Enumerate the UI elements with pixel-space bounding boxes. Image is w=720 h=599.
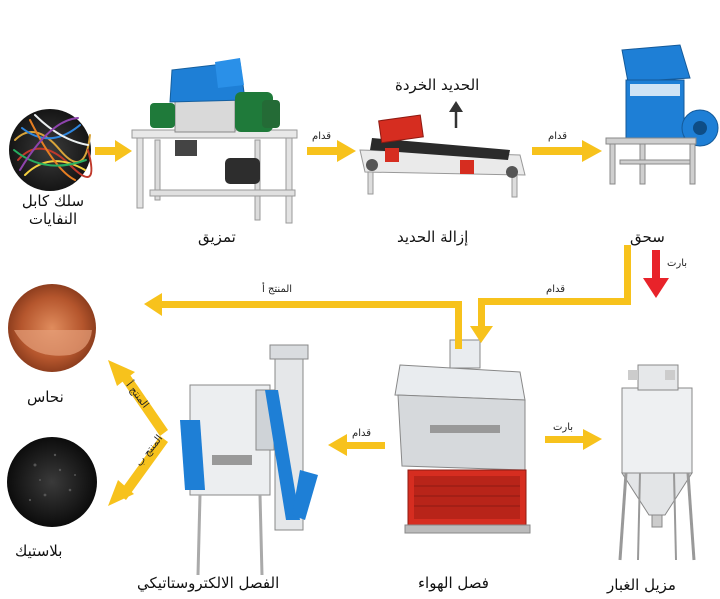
arrow-iron-removal-to-crusher — [532, 140, 602, 162]
arrow-air-separation-to-electrostatic — [328, 434, 385, 456]
label-feed-1: قدام — [312, 131, 331, 142]
arrow-crusher-to-air-separation — [470, 245, 631, 343]
plastic-image — [7, 437, 97, 527]
iron-removal-machine — [359, 114, 526, 198]
label-iron-removal: إزالة الحديد — [397, 228, 469, 246]
label-shredding: تمزيق — [198, 228, 236, 246]
label-waste-cable: سلك كابل النفايات — [21, 192, 85, 228]
arrow-cable-to-shredder — [95, 140, 132, 162]
arrow-crusher-dust-red — [643, 250, 669, 298]
arrow-air-separation-to-dust-collector — [545, 429, 602, 450]
shredder-machine — [131, 58, 298, 224]
label-electrostatic-separation: الفصل الالكتروستاتيكي — [137, 574, 280, 592]
label-plastic: بلاستيك — [15, 542, 63, 560]
label-copper: نحاس — [27, 388, 64, 406]
arrow-electrostatic-to-plastic — [108, 436, 168, 506]
copper-image — [8, 284, 96, 372]
arrow-shredder-to-iron-removal — [307, 140, 356, 162]
air-separation-machine — [394, 339, 531, 534]
dust-collector-machine — [618, 364, 696, 561]
label-feed-2: قدام — [548, 131, 567, 142]
label-feed-3: قدام — [546, 284, 565, 295]
label-bart-1: بارت — [667, 258, 688, 269]
label-product-a: المنتج أ — [262, 284, 293, 295]
scrap-iron-arrow — [449, 101, 463, 128]
waste-cable-image — [9, 109, 93, 191]
arrow-electrostatic-to-copper — [108, 360, 168, 436]
label-dust-collector: مزيل الغبار — [607, 576, 676, 594]
label-air-separation: فصل الهواء — [418, 574, 489, 592]
label-bart-2: بارت — [553, 422, 574, 433]
crusher-machine — [605, 44, 719, 185]
electrostatic-separator-machine — [180, 344, 318, 576]
label-scrap-iron: الحديد الخردة — [395, 76, 480, 94]
flow-arrows — [95, 140, 631, 506]
label-crushing: سحق — [630, 228, 665, 246]
label-feed-4: قدام — [352, 428, 371, 439]
arrow-product-a-to-copper — [144, 293, 462, 349]
